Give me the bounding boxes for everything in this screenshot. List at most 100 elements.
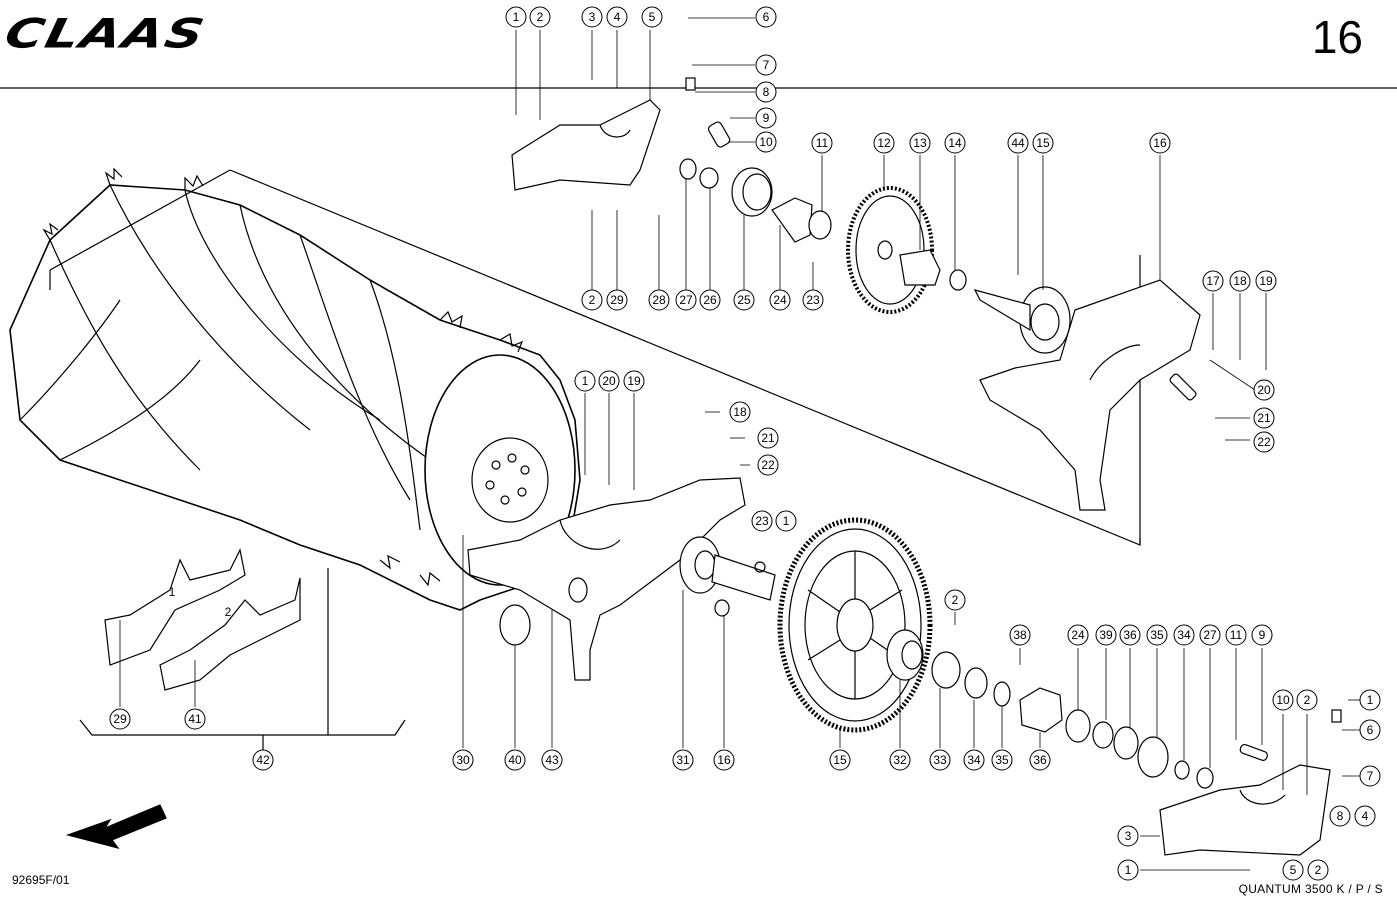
callout-number: 27 bbox=[679, 293, 693, 307]
callout-15: 15 bbox=[1032, 132, 1054, 154]
callout-number: 22 bbox=[761, 458, 775, 472]
callout-number: 40 bbox=[508, 753, 522, 767]
lower-shaft-parts bbox=[886, 629, 1268, 789]
callout-number: 1 bbox=[1125, 863, 1132, 877]
large-sprocket bbox=[777, 517, 933, 733]
callout-number: 43 bbox=[545, 753, 559, 767]
callout-22: 22 bbox=[757, 454, 779, 476]
callout-15: 15 bbox=[829, 749, 851, 771]
callout-32: 32 bbox=[889, 749, 911, 771]
callout-number: 10 bbox=[759, 135, 773, 149]
callout-number: 36 bbox=[1123, 628, 1137, 642]
callout-number: 11 bbox=[1230, 628, 1243, 642]
callout-number: 16 bbox=[1153, 136, 1167, 150]
callout-number: 21 bbox=[761, 431, 775, 445]
callout-number: 38 bbox=[1013, 628, 1027, 642]
callout-number: 3 bbox=[589, 10, 596, 24]
callout-12: 12 bbox=[873, 132, 895, 154]
callout-1: 1 bbox=[1359, 689, 1381, 711]
callout-38: 38 bbox=[1009, 624, 1031, 646]
callout-number: 44 bbox=[1011, 136, 1025, 150]
callout-6: 6 bbox=[755, 6, 777, 28]
callout-3: 3 bbox=[1117, 825, 1139, 847]
callout-29: 29 bbox=[606, 289, 628, 311]
callout-number: 10 bbox=[1276, 693, 1290, 707]
callout-29: 29 bbox=[109, 708, 131, 730]
callout-25: 25 bbox=[733, 289, 755, 311]
callout-number: 2 bbox=[952, 593, 959, 607]
callout-number: 2 bbox=[1315, 863, 1322, 877]
callout-22: 22 bbox=[1253, 431, 1275, 453]
callout-number: 3 bbox=[1125, 829, 1132, 843]
callout-number: 12 bbox=[877, 136, 891, 150]
callout-4: 4 bbox=[1354, 805, 1376, 827]
callout-13: 13 bbox=[909, 132, 931, 154]
callout-number: 18 bbox=[733, 405, 747, 419]
callout-number: 9 bbox=[763, 111, 770, 125]
callout-number: 19 bbox=[1259, 274, 1273, 288]
callout-34: 34 bbox=[1173, 624, 1195, 646]
right-bracket bbox=[979, 279, 1201, 511]
lower-hub bbox=[679, 536, 776, 617]
callout-number: 23 bbox=[806, 293, 820, 307]
callout-number: 22 bbox=[1257, 435, 1271, 449]
model-designation: QUANTUM 3500 K / P / S bbox=[1238, 882, 1383, 896]
callout-11: 11 bbox=[811, 132, 833, 154]
callout-35: 35 bbox=[991, 749, 1013, 771]
callout-number: 26 bbox=[703, 293, 717, 307]
callout-number: 8 bbox=[763, 85, 770, 99]
callout-24: 24 bbox=[1067, 624, 1089, 646]
callout-number: 17 bbox=[1206, 274, 1220, 288]
callout-20: 20 bbox=[598, 370, 620, 392]
callout-23: 23 bbox=[802, 289, 824, 311]
callout-number: 2 bbox=[537, 10, 544, 24]
callout-20: 20 bbox=[1253, 379, 1275, 401]
callout-23: 23 bbox=[751, 510, 773, 532]
callout-number: 18 bbox=[1233, 274, 1247, 288]
callout-number: 41 bbox=[188, 712, 202, 726]
callout-number: 29 bbox=[610, 293, 624, 307]
variant-1-label: 1 bbox=[169, 585, 176, 599]
callout-28: 28 bbox=[648, 289, 670, 311]
callout-number: 27 bbox=[1203, 628, 1217, 642]
callout-number: 8 bbox=[1337, 809, 1344, 823]
callout-9: 9 bbox=[1251, 624, 1273, 646]
callout-10: 10 bbox=[755, 131, 777, 153]
callout-7: 7 bbox=[1359, 765, 1381, 787]
callout-number: 31 bbox=[676, 753, 690, 767]
callout-21: 21 bbox=[757, 427, 779, 449]
callout-16: 16 bbox=[713, 749, 735, 771]
callout-35: 35 bbox=[1146, 624, 1168, 646]
callout-21: 21 bbox=[1253, 407, 1275, 429]
callout-2: 2 bbox=[1307, 859, 1329, 881]
callout-number: 28 bbox=[652, 293, 666, 307]
tine-details bbox=[104, 548, 301, 691]
callout-43: 43 bbox=[541, 749, 563, 771]
callout-number: 1 bbox=[513, 10, 520, 24]
callout-number: 33 bbox=[933, 753, 947, 767]
callout-4: 4 bbox=[606, 6, 628, 28]
callout-number: 5 bbox=[1290, 863, 1297, 877]
callout-number: 15 bbox=[1036, 136, 1050, 150]
callout-19: 19 bbox=[623, 370, 645, 392]
callout-number: 4 bbox=[614, 10, 621, 24]
callout-number: 9 bbox=[1259, 628, 1266, 642]
callout-number: 5 bbox=[649, 10, 656, 24]
callout-7: 7 bbox=[755, 54, 777, 76]
callout-number: 36 bbox=[1033, 753, 1047, 767]
callout-number: 2 bbox=[1304, 693, 1311, 707]
callout-number: 11 bbox=[816, 136, 829, 150]
callout-1: 1 bbox=[1117, 859, 1139, 881]
callout-36: 36 bbox=[1119, 624, 1141, 646]
callout-33: 33 bbox=[929, 749, 951, 771]
callout-30: 30 bbox=[452, 749, 474, 771]
callout-10: 10 bbox=[1272, 689, 1294, 711]
callout-number: 6 bbox=[763, 10, 770, 24]
callout-27: 27 bbox=[1199, 624, 1221, 646]
callout-18: 18 bbox=[1229, 270, 1251, 292]
callout-number: 34 bbox=[1177, 628, 1191, 642]
callout-8: 8 bbox=[1329, 805, 1351, 827]
drawing-number: 92695F/01 bbox=[12, 873, 70, 887]
